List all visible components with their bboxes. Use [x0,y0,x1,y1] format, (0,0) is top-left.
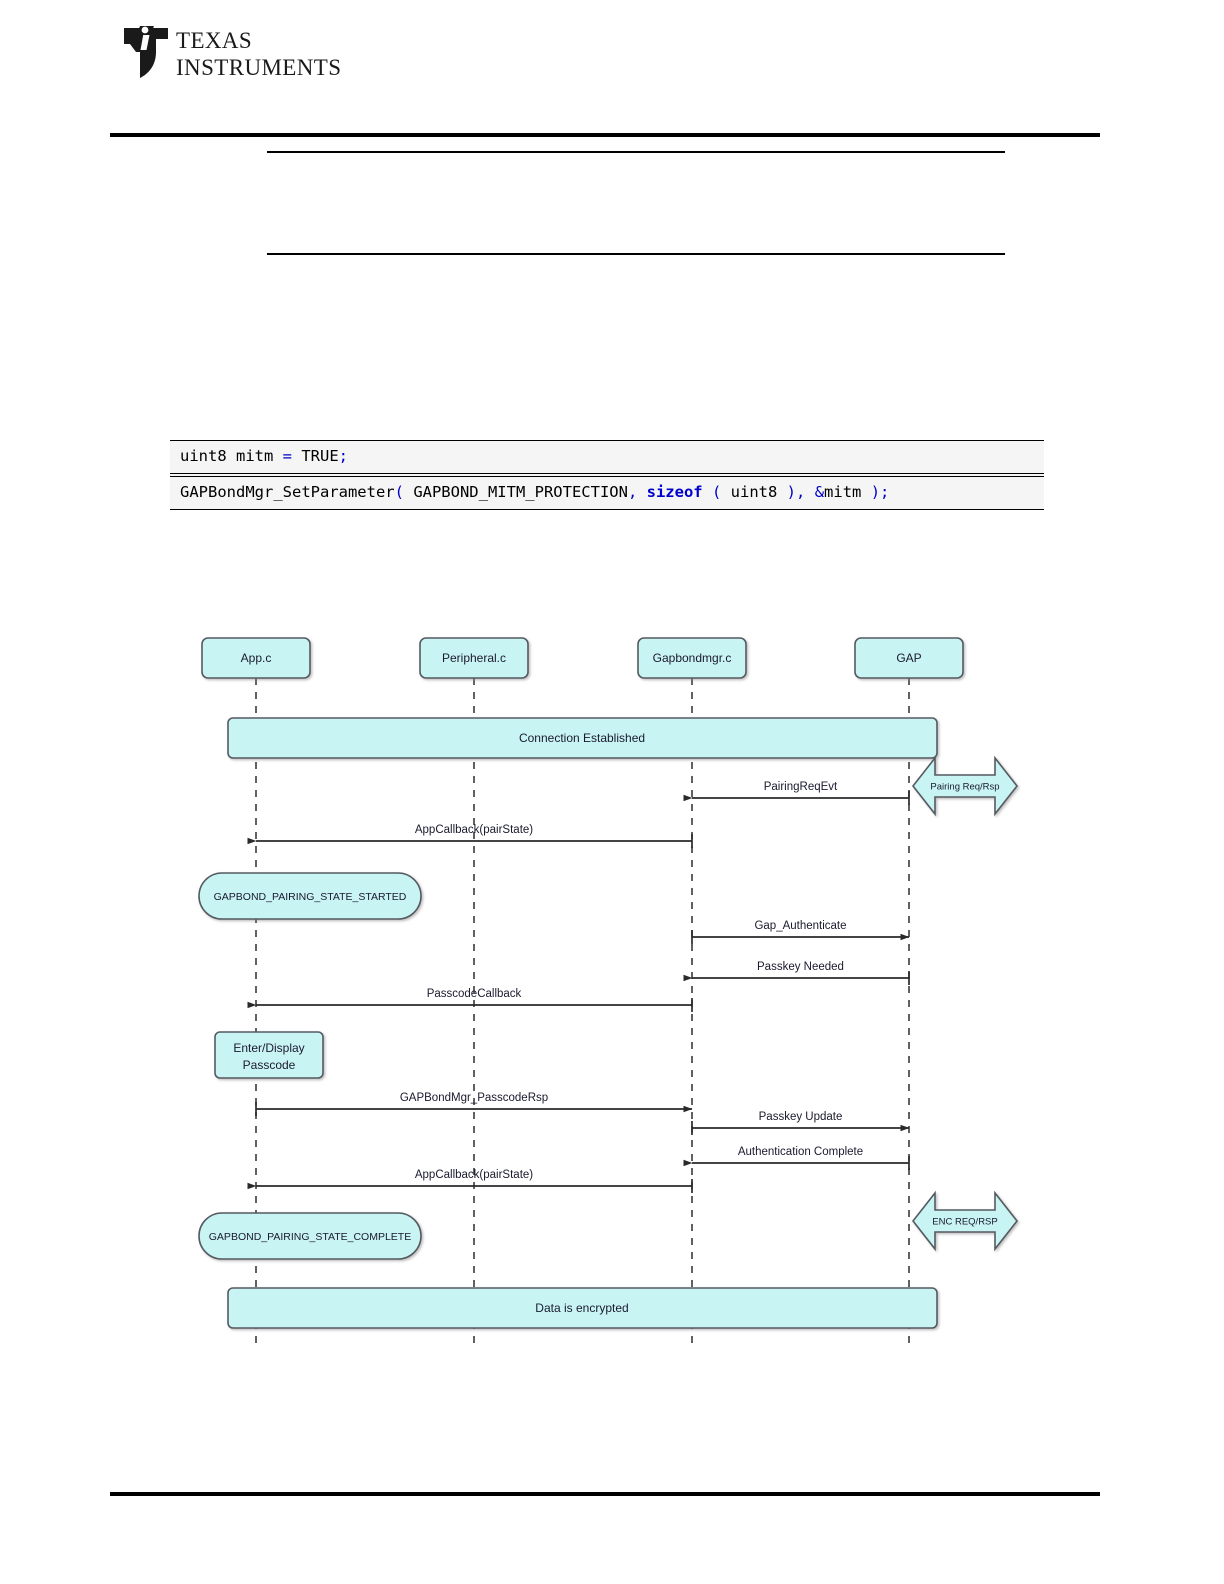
message-label-app-callback-pairstate-1: AppCallback(pairState) [415,824,533,836]
code-token [637,483,646,501]
state-pill-state-complete [198,1212,422,1260]
lifeline-label-app: App.c [241,651,272,665]
note-box-line1-enter-display-passcode: Enter/Display [233,1041,304,1055]
lifeline-box-gap[interactable] [854,637,964,679]
message-label-gapbondmgr-passcode-rsp: GAPBondMgr_PasscodeRsp [400,1092,548,1104]
code-line-2: GAPBondMgr_SetParameter( GAPBOND_MITM_PR… [170,475,1044,509]
lifeline-label-gap: GAP [896,651,921,665]
state-pill-state-started [198,872,422,920]
lifeline-box-app[interactable] [201,637,311,679]
double-arrow-label-enc-req-rsp: ENC REQ/RSP [932,1217,997,1228]
note-box-line2-enter-display-passcode: Passcode [243,1058,296,1072]
code-token: = [282,447,292,465]
message-label-gap-authenticate: Gap_Authenticate [754,920,846,932]
code-token: ( [711,482,722,501]
code-line-1-text: uint8 mitm = TRUE; [180,447,348,465]
lifeline-box-peripheral[interactable] [419,637,529,679]
code-block: uint8 mitm = TRUE; GAPBondMgr_SetParamet… [170,440,1044,510]
message-label-passcode-callback: PasscodeCallback [427,988,522,1000]
code-token: TRUE [292,447,339,465]
lifeline-label-gapbondmgr: Gapbondmgr.c [653,651,732,665]
note-box-enter-display-passcode [214,1031,324,1079]
logo-text-line1: TEXAS [176,28,252,53]
header-rule-thick [110,133,1100,137]
bar-connection-established [227,717,938,759]
double-arrow-label-pairing-req-rsp: Pairing Req/Rsp [930,782,999,793]
code-token: GAPBOND_MITM_PROTECTION [403,482,628,501]
message-label-app-callback-pairstate-2: AppCallback(pairState) [415,1169,533,1181]
code-token: uint8 mitm [180,447,283,465]
bar-data-is-encrypted [227,1287,938,1329]
message-label-authentication-complete: Authentication Complete [738,1146,863,1158]
double-arrow-enc-req-rsp [911,1190,1019,1252]
double-arrow-pairing-req-rsp [911,755,1019,817]
code-line-1: uint8 mitm = TRUE; [170,441,1044,474]
state-pill-label-state-started: GAPBOND_PAIRING_STATE_STARTED [214,891,407,903]
lifeline-label-peripheral: Peripheral.c [442,651,506,665]
state-pill-label-state-complete: GAPBOND_PAIRING_STATE_COMPLETE [209,1231,411,1243]
bar-label-data-is-encrypted: Data is encrypted [535,1301,628,1315]
code-token: ( [394,482,404,501]
code-token: & [814,482,825,501]
message-label-passkey-update: Passkey Update [759,1111,843,1123]
section-rule-top [267,151,1005,153]
bar-label-connection-established: Connection Established [519,731,645,745]
code-token: GAPBondMgr_SetParameter [180,482,395,501]
code-token: ) [786,482,796,501]
lifeline-box-gapbondmgr[interactable] [637,637,747,679]
code-token: , [796,482,806,501]
code-token [805,483,814,501]
texas-instruments-logo: TEXAS INSTRUMENTS [110,22,341,82]
code-token: mitm [824,482,871,501]
logo-text-line2: INSTRUMENTS [176,55,340,80]
code-token: ) [870,482,881,501]
code-token: uint8 [721,482,787,501]
code-token [703,483,712,501]
code-token: , [627,482,638,501]
section-rule-bottom [267,253,1005,255]
message-label-pairing-req-evt: PairingReqEvt [764,781,838,793]
code-line-2-text: GAPBondMgr_SetParameter( GAPBOND_MITM_PR… [180,483,889,501]
footer-rule-thick [110,1492,1100,1496]
code-token: ; [338,447,349,465]
code-token: ; [880,482,890,501]
ti-mark-icon [124,26,168,78]
code-token: sizeof [646,482,703,501]
message-label-passkey-needed: Passkey Needed [757,961,844,973]
